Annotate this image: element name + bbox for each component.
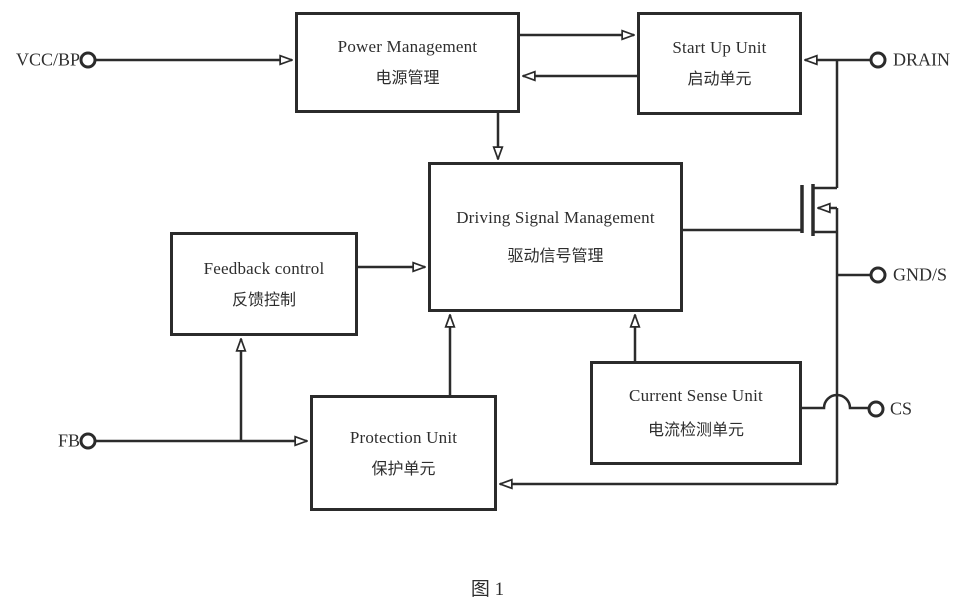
block-protection-unit: Protection Unit 保护单元 [310, 395, 497, 511]
drain-terminal-circle [869, 51, 887, 69]
block-start-up-unit: Start Up Unit 启动单元 [637, 12, 802, 115]
mosfet-symbol [800, 184, 837, 236]
block-start-up-unit-label-zh: 启动单元 [687, 71, 752, 88]
terminal-label-fb: FB [57, 430, 80, 451]
block-current-sense-label-zh: 电流检测单元 [647, 422, 744, 439]
block-current-sense-label-en: Current Sense Unit [629, 386, 763, 405]
figure-caption: 图 1 [470, 579, 505, 600]
wire-current-sense-to-cs-hop [802, 393, 868, 410]
block-power-management-label-en: Power Management [337, 37, 478, 56]
block-power-management-label-zh: 电源管理 [375, 70, 440, 87]
block-power-management: Power Management 电源管理 [295, 12, 520, 113]
block-start-up-unit-label-en: Start Up Unit [672, 38, 767, 57]
terminal-label-gnds: GND/S [893, 264, 948, 285]
cs-terminal-circle [867, 400, 885, 418]
block-feedback-control-label-zh: 反馈控制 [231, 291, 296, 309]
block-protection-unit-label-en: Protection Unit [349, 427, 458, 447]
block-feedback-control: Feedback control 反馈控制 [170, 232, 358, 336]
block-current-sense-unit: Current Sense Unit 电流检测单元 [590, 361, 802, 465]
block-protection-unit-label-zh: 保护单元 [371, 460, 436, 478]
block-driving-signal-label-zh: 驱动信号管理 [507, 248, 604, 265]
block-driving-signal-management: Driving Signal Management 驱动信号管理 [428, 162, 683, 312]
terminal-label-vccbp: VCC/BP [15, 49, 80, 70]
block-feedback-control-label-en: Feedback control [203, 258, 325, 278]
terminal-label-drain: DRAIN [893, 49, 950, 70]
gnds-terminal-circle [869, 266, 887, 284]
vccbp-terminal-circle [79, 51, 97, 69]
block-driving-signal-label-en: Driving Signal Management [456, 208, 655, 227]
fb-terminal-circle [79, 432, 97, 450]
terminal-label-cs: CS [890, 398, 913, 419]
